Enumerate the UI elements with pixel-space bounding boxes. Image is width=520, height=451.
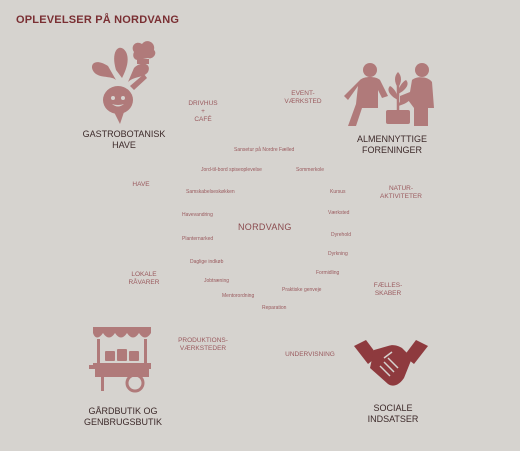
activity-item: Dyrkning (328, 251, 348, 257)
activity-item: Dyrehold (331, 232, 352, 238)
activity-item: Mentorordning (222, 293, 255, 299)
activity-item: Værksted (328, 210, 350, 216)
heading-gastrobotanisk-have: GASTROBOTANISK HAVE (82, 129, 166, 150)
heading-gaardbutik: GÅRDBUTIK OG GENBRUGSBUTIK (83, 406, 162, 427)
category-naturaktiviteter: NATUR- AKTIVITETER (380, 185, 422, 200)
activity-item: Sansetur på Nordre Fælled (234, 147, 295, 153)
activity-item: Jobtræning (204, 278, 230, 284)
beet-chef-icon (92, 41, 156, 124)
activity-item: Formidling (316, 270, 340, 276)
activity-item: Sommerkole (296, 167, 325, 173)
activity-item: Kursus (330, 189, 346, 195)
page-title: OPLEVELSER PÅ NORDVANG (16, 14, 180, 26)
category-faellesskaber: FÆLLES- SKABER (373, 282, 403, 297)
heading-sociale-indsatser: SOCIALE INDSATSER (367, 403, 419, 424)
activity-item: Havevandring (182, 212, 213, 218)
category-have: HAVE (132, 181, 150, 188)
activity-item: Samskabelseskøkken (186, 189, 235, 195)
category-drivhus-cafe: DRIVHUS + CAFÉ (188, 100, 218, 123)
heading-almennyttige-foreninger: ALMENNYTTIGE FORENINGER (356, 134, 427, 155)
activity-item: Reparation (262, 305, 287, 311)
gardeners-plant-icon (344, 63, 434, 126)
category-produktionsvaerksteder: PRODUKTIONS- VÆRKSTEDER (178, 337, 228, 352)
category-eventvaerksted: EVENT- VÆRKSTED (284, 90, 322, 105)
activity-item: Planternarked (182, 236, 214, 242)
activity-item: Praktiske genveje (282, 287, 322, 293)
activity-item: Daglige indkøb (190, 259, 224, 265)
activity-item: Jord-til-bord spiseoplevelse (201, 167, 262, 173)
handshake-icon (354, 340, 428, 386)
market-cart-icon (89, 327, 151, 393)
center-label-nordvang: NORDVANG (238, 222, 292, 232)
category-lokale-raavarer: LOKALE RÅVARER (128, 271, 160, 286)
category-undervisning: UNDERVISNING (285, 351, 335, 358)
